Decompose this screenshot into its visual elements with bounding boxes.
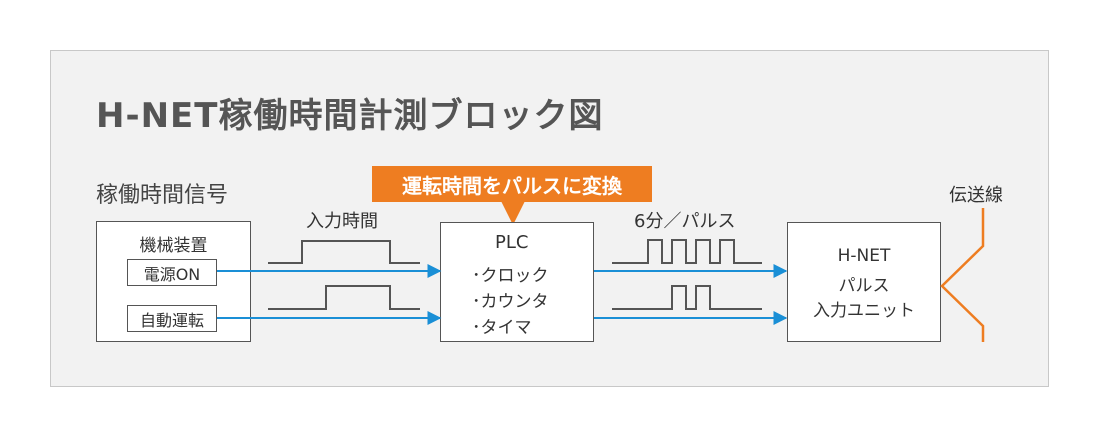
plc-item-timer: ･タイマ bbox=[472, 318, 532, 338]
signal-power-on: 電源ON bbox=[127, 259, 217, 286]
transmission-line bbox=[940, 208, 985, 342]
machine-block-title: 機械装置 bbox=[139, 236, 208, 256]
transmission-line-label: 伝送線 bbox=[949, 185, 1003, 206]
convert-callout: 運転時間をパルスに変換 bbox=[372, 166, 652, 202]
signal-auto-run: 自動運転 bbox=[127, 305, 217, 332]
diagram-title: H-NET稼働時間計測ブロック図 bbox=[96, 96, 604, 136]
hnet-block-line3: 入力ユニット bbox=[813, 301, 915, 321]
diagram-subtitle: 稼働時間信号 bbox=[96, 183, 229, 208]
hnet-block bbox=[787, 222, 941, 342]
input-waveform-2 bbox=[268, 285, 420, 310]
hnet-block-line1: H-NET bbox=[837, 246, 891, 266]
plc-block bbox=[440, 222, 594, 342]
plc-item-counter: ･カウンタ bbox=[472, 292, 549, 312]
pulse-waveform-1 bbox=[612, 239, 762, 264]
input-time-label: 入力時間 bbox=[306, 211, 378, 232]
input-waveform-1 bbox=[268, 240, 420, 264]
pulse-rate-label: 6分／パルス bbox=[634, 211, 736, 232]
hnet-block-line2: パルス bbox=[838, 276, 890, 296]
pulse-waveform-2 bbox=[612, 285, 762, 310]
plc-block-title: PLC bbox=[495, 232, 529, 253]
convert-callout-tail bbox=[501, 201, 525, 225]
plc-item-clock: ･クロック bbox=[472, 266, 549, 286]
